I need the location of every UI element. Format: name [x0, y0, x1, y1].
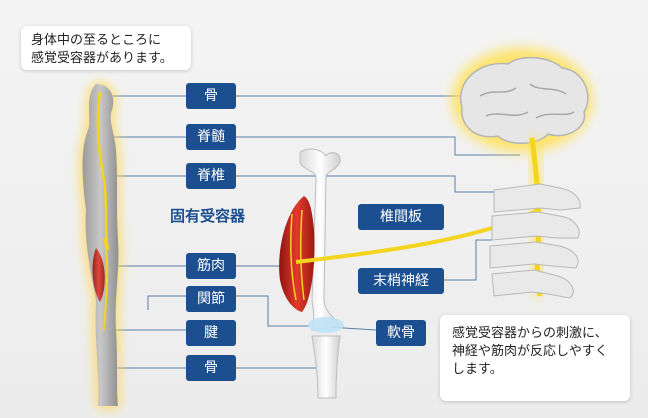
label-muscle: 筋肉: [186, 253, 236, 279]
label-cartilage: 軟骨: [376, 320, 426, 346]
effect-callout: 感覚受容器からの刺激に、 神経や筋肉が反応しやすく します。: [440, 315, 630, 401]
label-intervertebral-disc: 椎間板: [358, 204, 444, 230]
label-spinal-cord: 脊髄: [186, 124, 236, 150]
label-tendon: 腱: [186, 320, 236, 346]
label-bone-top: 骨: [186, 83, 236, 109]
label-vertebra: 脊椎: [186, 163, 236, 189]
brain-illustration: [452, 48, 592, 152]
proprioceptor-heading: 固有受容器: [170, 207, 246, 225]
intro-callout: 身体中の至るところに 感覚受容器があります。: [21, 26, 191, 70]
label-peripheral-nerve: 末梢神経: [358, 268, 444, 294]
human-body-figure: [80, 82, 121, 408]
label-bone-bottom: 骨: [186, 355, 236, 381]
vertebrae-illustration: [489, 183, 581, 299]
label-joint: 関節: [186, 286, 236, 312]
arm-bone-illustration: [279, 148, 344, 399]
